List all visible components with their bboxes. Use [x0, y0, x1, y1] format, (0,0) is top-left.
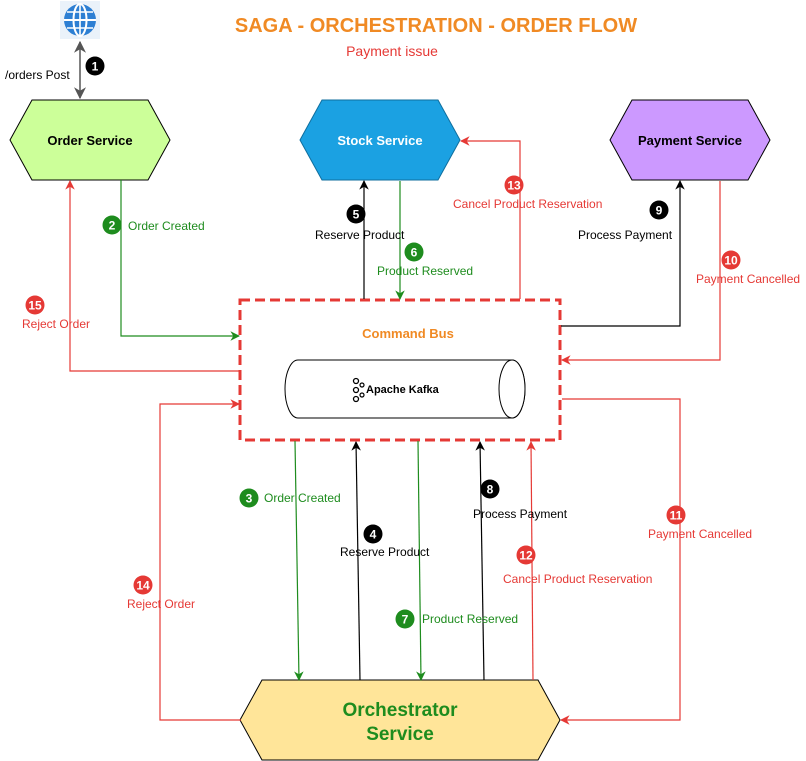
step-2-label: Order Created	[128, 219, 205, 233]
step-8-badge: 8	[480, 479, 500, 499]
step-14-label: Reject Order	[127, 597, 195, 611]
order-service-label: Order Service	[47, 133, 132, 148]
step-8-label: Process Payment	[473, 507, 568, 521]
step-9-label: Process Payment	[578, 228, 673, 242]
step-1-badge: 1	[85, 56, 105, 76]
connector-7	[416, 440, 426, 681]
step-11-badge: 11	[666, 505, 686, 525]
step-7-badge: 7	[395, 609, 415, 629]
step-5-badge: 5	[346, 204, 366, 224]
client-request-label: /orders Post	[5, 68, 70, 82]
step-7-label: Product Reserved	[422, 612, 518, 626]
orchestrator-service-node: Orchestrator Service	[239, 679, 561, 761]
orchestrator-label-line1: Orchestrator	[342, 700, 458, 721]
connector-8	[475, 441, 485, 681]
svg-text:6: 6	[411, 246, 418, 260]
stock-service-node: Stock Service	[299, 99, 461, 181]
step-15-label: Reject Order	[22, 317, 90, 331]
diagram-subtitle: Payment issue	[346, 43, 438, 59]
stock-service-label: Stock Service	[337, 133, 422, 148]
step-badges: 1 2 3 4 5 6 7 8 9 10 11 12 13 14 15	[25, 56, 741, 629]
svg-text:4: 4	[370, 528, 377, 542]
step-10-label: Payment Cancelled	[696, 272, 800, 286]
step-2-badge: 2	[102, 215, 122, 235]
connector-14	[159, 399, 241, 721]
step-13-label: Cancel Product Reservation	[453, 197, 602, 211]
step-9-badge: 9	[649, 200, 669, 220]
svg-text:8: 8	[487, 483, 494, 497]
svg-text:11: 11	[670, 509, 683, 523]
step-11-label: Payment Cancelled	[648, 527, 752, 541]
globe-icon	[60, 1, 100, 39]
kafka-logo-icon	[352, 377, 365, 403]
command-bus: Command Bus	[238, 298, 562, 442]
step-13-badge: 13	[504, 175, 524, 195]
step-14-badge: 14	[133, 575, 153, 595]
svg-text:13: 13	[507, 179, 521, 193]
svg-text:9: 9	[656, 204, 663, 218]
svg-text:10: 10	[724, 254, 738, 268]
step-4-badge: 4	[363, 524, 383, 544]
payment-service-node: Payment Service	[609, 99, 771, 181]
connector-11	[560, 398, 681, 725]
step-12-badge: 12	[516, 545, 536, 565]
step-3-label: Order Created	[264, 491, 341, 505]
connector-9	[561, 180, 685, 327]
connector-15	[65, 180, 240, 372]
order-service-node: Order Service	[9, 99, 171, 181]
connector-13	[460, 136, 521, 299]
step-6-badge: 6	[404, 242, 424, 262]
step-3-badge: 3	[239, 488, 259, 508]
svg-text:7: 7	[402, 613, 409, 627]
svg-text:3: 3	[246, 492, 253, 506]
svg-text:5: 5	[353, 208, 360, 222]
step-4-label: Reserve Product	[340, 545, 430, 559]
svg-text:15: 15	[28, 299, 42, 313]
kafka-topic: Apache Kafka	[284, 359, 526, 419]
orchestrator-label-line2: Service	[366, 724, 434, 745]
svg-text:12: 12	[519, 549, 533, 563]
connector-10	[561, 181, 721, 365]
connector-4	[351, 441, 361, 681]
step-15-badge: 15	[25, 295, 45, 315]
connector-3	[294, 440, 304, 681]
svg-text:2: 2	[109, 219, 116, 233]
step-10-badge: 10	[721, 250, 741, 270]
step-5-label: Reserve Product	[315, 228, 405, 242]
diagram-title: SAGA - ORCHESTRATION - ORDER FLOW	[235, 15, 637, 37]
connector-2	[120, 180, 240, 341]
svg-text:1: 1	[92, 60, 99, 74]
connectors	[65, 40, 721, 725]
kafka-label: Apache Kafka	[366, 384, 440, 396]
step-12-label: Cancel Product Reservation	[503, 572, 652, 586]
step-6-label: Product Reserved	[377, 264, 473, 278]
command-bus-label: Command Bus	[362, 326, 454, 341]
svg-text:14: 14	[136, 579, 150, 593]
payment-service-label: Payment Service	[638, 133, 742, 148]
